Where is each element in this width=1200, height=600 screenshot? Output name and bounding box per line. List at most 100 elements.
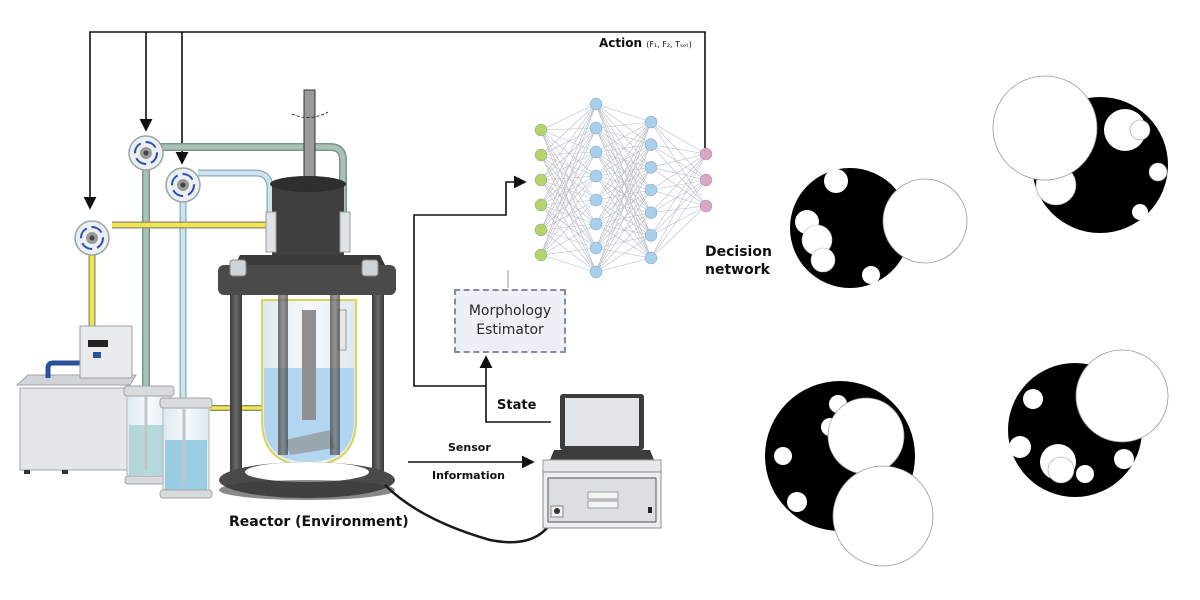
- network-edge: [595, 189, 652, 249]
- network-edge: [595, 199, 652, 259]
- network-node-hidden-2: [644, 206, 658, 219]
- network-edge: [540, 103, 597, 156]
- network-node-hidden-1: [589, 217, 603, 231]
- network-edge: [595, 175, 652, 191]
- network-edge: [595, 212, 652, 225]
- morphology-sample: [1008, 349, 1169, 497]
- network-edge: [595, 121, 652, 249]
- control-flow-arrows: [408, 175, 551, 469]
- network-edge: [595, 121, 652, 153]
- network-edge: [595, 144, 652, 273]
- network-edge: [650, 205, 707, 213]
- network-edge: [650, 167, 707, 181]
- network-edge: [595, 151, 652, 168]
- network-edge: [540, 103, 597, 256]
- network-edge: [650, 153, 707, 168]
- network-edge: [595, 103, 652, 168]
- network-edge: [650, 144, 707, 207]
- information-label: Information: [432, 469, 505, 482]
- network-edge: [650, 144, 707, 155]
- network-edge: [540, 204, 597, 249]
- network-edge: [595, 144, 652, 153]
- network-edge: [650, 179, 707, 191]
- network-edge: [650, 179, 707, 213]
- network-edge: [595, 121, 652, 201]
- network-edge: [595, 127, 652, 145]
- morphology-sample: [765, 381, 934, 567]
- network-edge: [595, 235, 652, 273]
- network-edge: [540, 129, 597, 177]
- network-node-output: [699, 199, 713, 213]
- network-edge: [540, 129, 597, 153]
- reactor-label: Reactor (Environment): [229, 514, 409, 530]
- network-edge: [540, 103, 597, 131]
- network-edge: [595, 103, 652, 213]
- sensor-cable: [384, 484, 557, 544]
- action-label: Action (F₁, F₂, Tₛₑₜ): [599, 36, 692, 50]
- network-edge: [540, 129, 597, 249]
- network-node-input: [534, 173, 548, 187]
- network-edge: [650, 167, 707, 207]
- network-edge: [595, 127, 652, 236]
- network-edge: [595, 151, 652, 213]
- network-edge: [595, 212, 652, 273]
- action-main-text: Action: [599, 36, 643, 50]
- network-edge: [595, 175, 652, 259]
- network-nodes: [534, 97, 713, 279]
- network-edge: [595, 103, 652, 191]
- network-edge: [595, 247, 652, 259]
- network-node-hidden-1: [589, 121, 603, 135]
- network-node-input: [534, 223, 548, 237]
- network-node-hidden-2: [644, 115, 658, 129]
- reactor-vessel: [218, 89, 396, 500]
- network-node-hidden-2: [644, 229, 658, 242]
- network-edge: [650, 121, 707, 155]
- feed-vessel-icon: [159, 397, 213, 499]
- network-node-hidden-2: [644, 161, 658, 174]
- network-edge: [540, 179, 597, 225]
- network-edge: [540, 204, 597, 273]
- network-edge: [650, 153, 707, 236]
- thermostat-bath: [15, 325, 137, 474]
- network-node-hidden-1: [589, 169, 603, 183]
- network-edge: [540, 103, 597, 181]
- network-node-input: [534, 248, 548, 262]
- network-edge: [595, 167, 652, 201]
- network-edge: [650, 153, 707, 191]
- network-node-hidden-2: [644, 138, 658, 151]
- network-edge: [540, 129, 597, 225]
- action-params-text: (F₁, F₂, Tₛₑₜ): [646, 40, 692, 49]
- network-edge: [595, 151, 652, 191]
- network-edge: [650, 153, 707, 259]
- network-edge: [540, 154, 597, 273]
- pump-icon: [165, 167, 201, 203]
- network-edge: [540, 179, 597, 273]
- decision-line-2: network: [705, 262, 770, 278]
- network-edge: [540, 103, 597, 231]
- network-edge: [650, 121, 707, 181]
- network-node-input: [534, 198, 548, 212]
- network-edge: [540, 254, 597, 273]
- pump-icon: [74, 220, 110, 256]
- network-edge: [595, 199, 652, 236]
- morphology-estimator-box: Morphology Estimator: [454, 289, 566, 353]
- network-edge: [540, 103, 597, 206]
- network-edge: [540, 223, 597, 256]
- network-edge: [595, 199, 652, 213]
- network-node-hidden-1: [589, 241, 603, 255]
- network-edge: [595, 189, 652, 201]
- network-edge: [650, 189, 707, 207]
- network-edge: [540, 179, 597, 249]
- network-edge: [595, 103, 652, 259]
- network-edge: [595, 151, 652, 236]
- network-node-hidden-1: [589, 145, 603, 159]
- network-edge: [595, 167, 652, 273]
- network-edge: [650, 121, 707, 207]
- network-edge: [650, 205, 707, 259]
- network-edge: [540, 154, 597, 177]
- pump-icon: [128, 135, 164, 171]
- network-edge: [595, 121, 652, 129]
- network-edge: [540, 175, 597, 181]
- network-edge: [595, 167, 652, 177]
- network-edge: [540, 151, 597, 256]
